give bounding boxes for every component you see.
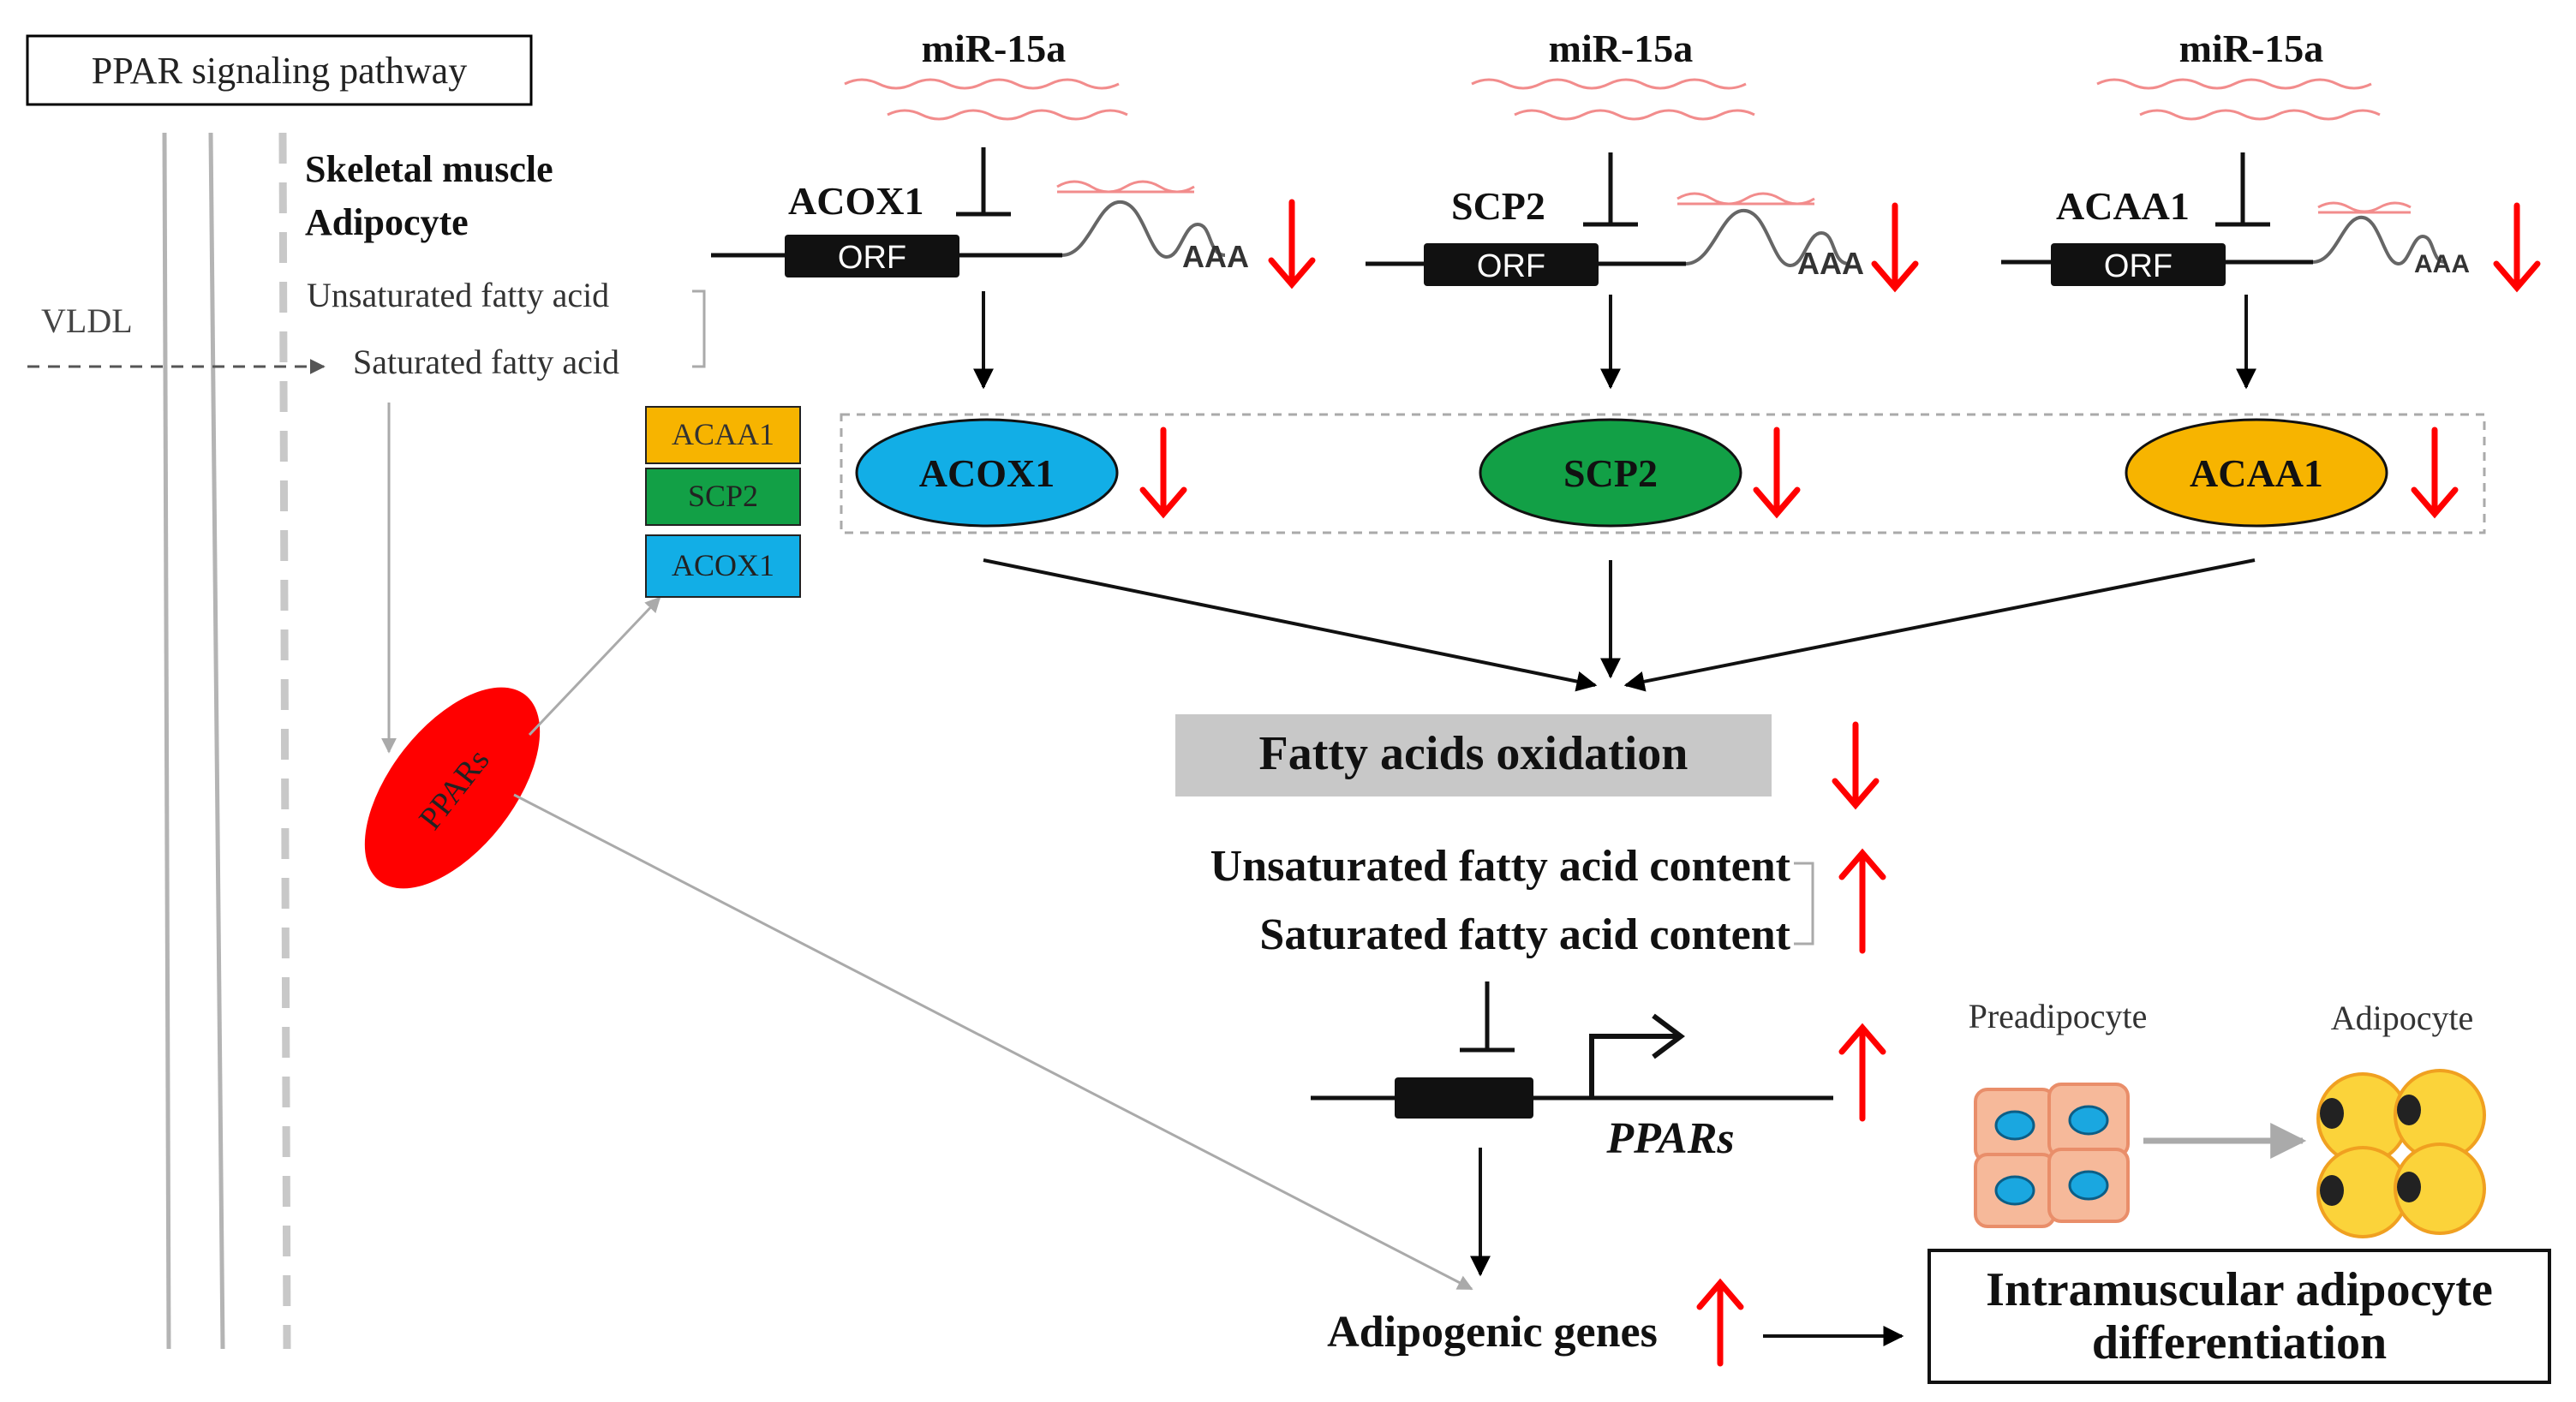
protein-acox1-label: ACOX1: [919, 451, 1055, 495]
up-arrow-icon: [1696, 1278, 1744, 1367]
utr-wave: [1061, 200, 1226, 260]
mirna-binding-icon: [2317, 201, 2412, 214]
mirna-label: miR-15a: [2179, 27, 2324, 70]
orf-box: [785, 235, 959, 277]
adipogenic-genes-label: Adipogenic genes: [1327, 1308, 1658, 1357]
down-arrow-icon: [2411, 427, 2459, 519]
gene-column-scp2: miR-15a SCP2 ORF AAA SCP2: [1366, 27, 1919, 528]
mirna-binding-icon: [1056, 180, 1195, 194]
center-flow: Fatty acids oxidation Unsaturated fatty …: [1175, 714, 2551, 1384]
ppar-target-boxes: ACAA1 SCP2 ACOX1: [645, 406, 801, 598]
inhibition-icon: [1583, 152, 1638, 227]
inhibition-icon: [956, 147, 1011, 217]
orf-label: ORF: [2104, 248, 2173, 284]
ppars-node: [364, 687, 541, 889]
orf-box: [2051, 243, 2226, 286]
converge-arrow-right: [1623, 558, 2256, 692]
content-bracket: [1794, 862, 1814, 946]
gene-label: SCP2: [1451, 184, 1545, 228]
transcription-start-icon: [1589, 1013, 1685, 1098]
outcome-line-2: differentiation: [2092, 1316, 2387, 1369]
target-box-acaa1-label: ACAA1: [672, 417, 774, 451]
down-arrow-icon: [2493, 202, 2541, 293]
ppars-to-adipogenic-arrow: [513, 793, 1473, 1291]
saturated-content-label: Saturated fatty acid content: [1259, 910, 1790, 959]
adipocyte-cells-icon: [2316, 1069, 2486, 1238]
polya-label: AAA: [1797, 246, 1864, 281]
membrane-line: [208, 132, 225, 1350]
protein-group-dashed-box: [840, 413, 2486, 534]
vldl-label: VLDL: [41, 301, 133, 340]
orf-label: ORF: [1477, 248, 1545, 284]
target-box-scp2-label: SCP2: [688, 479, 758, 513]
mirna-label: miR-15a: [1549, 27, 1694, 70]
converge-arrow-left: [983, 558, 1598, 692]
oxidation-box: [1175, 714, 1772, 796]
down-arrow-icon: [1832, 721, 1880, 810]
protein-scp2-label: SCP2: [1563, 451, 1658, 495]
ppars-to-targets-arrow: [528, 596, 661, 737]
inhibition-icon: [2215, 152, 2270, 227]
target-box-scp2: [645, 468, 801, 526]
down-arrow-icon: [1268, 199, 1316, 289]
target-box-acox1-label: ACOX1: [672, 548, 774, 582]
unsaturated-content-label: Unsaturated fatty acid content: [1210, 842, 1791, 891]
ppars-gene-label: PPARs: [1605, 1114, 1734, 1163]
mirna-label: miR-15a: [922, 27, 1067, 70]
pathway-title-box: [26, 34, 533, 106]
down-arrow-icon: [1753, 427, 1801, 519]
target-box-acox1: [645, 534, 801, 598]
target-box-acaa1: [645, 406, 801, 464]
membrane-line: [162, 132, 171, 1350]
utr-wave: [1685, 208, 1850, 268]
gene-column-acaa1: miR-15a ACAA1 ORF AAA ACAA1: [2001, 27, 2541, 528]
cell-label-skeletal-muscle: Skeletal muscle: [305, 148, 553, 190]
protein-scp2: [1479, 418, 1742, 528]
gene-columns: miR-15a ACOX1 ORF AAA ACOX1 miR-15a: [711, 27, 2541, 692]
outcome-line-1: Intramuscular adipocyte: [1986, 1263, 2493, 1316]
preadipocyte-label: Preadipocyte: [1969, 997, 2148, 1035]
inhibition-icon: [1460, 981, 1515, 1053]
pathway-title: PPAR signaling pathway: [92, 50, 467, 92]
up-arrow-icon: [1838, 848, 1886, 954]
orf-label: ORF: [838, 240, 906, 276]
orf-box: [1424, 243, 1599, 286]
down-arrow-icon: [1139, 427, 1187, 519]
down-arrow-icon: [1871, 202, 1919, 293]
mirna-binding-icon: [1676, 192, 1815, 206]
mirna-squiggle-icon: [1471, 78, 1755, 121]
mirna-squiggle-icon: [2096, 78, 2381, 121]
up-arrow-icon: [1838, 1023, 1886, 1122]
gene-label: ACAA1: [2056, 184, 2190, 228]
protein-acox1: [855, 418, 1119, 528]
polya-label: AAA: [2414, 250, 2470, 278]
polya-label: AAA: [1182, 239, 1249, 274]
protein-acaa1: [2125, 418, 2388, 528]
saturated-fatty-acid-label: Saturated fatty acid: [353, 343, 619, 381]
preadipocyte-cells-icon: [1974, 1083, 2130, 1228]
gene-column-acox1: miR-15a ACOX1 ORF AAA ACOX1: [711, 27, 1316, 528]
cell-label-adipocyte: Adipocyte: [305, 201, 469, 243]
gene-label: ACOX1: [788, 179, 923, 223]
membrane-dashed-line: [278, 132, 291, 1350]
cell-differentiation: Preadipocyte Adipocyte: [1969, 997, 2486, 1238]
utr-wave: [2312, 215, 2446, 266]
protein-acaa1-label: ACAA1: [2190, 451, 2323, 495]
outcome-box: [1928, 1249, 2551, 1384]
promoter-box: [1395, 1077, 1533, 1119]
fatty-acid-bracket: [692, 289, 706, 368]
left-panel: PPAR signaling pathway Skeletal muscle A…: [26, 34, 1473, 1350]
oxidation-label: Fatty acids oxidation: [1259, 727, 1688, 780]
unsaturated-fatty-acid-label: Unsaturated fatty acid: [307, 276, 609, 314]
mirna-squiggle-icon: [844, 78, 1128, 121]
adipocyte-label: Adipocyte: [2331, 999, 2474, 1037]
